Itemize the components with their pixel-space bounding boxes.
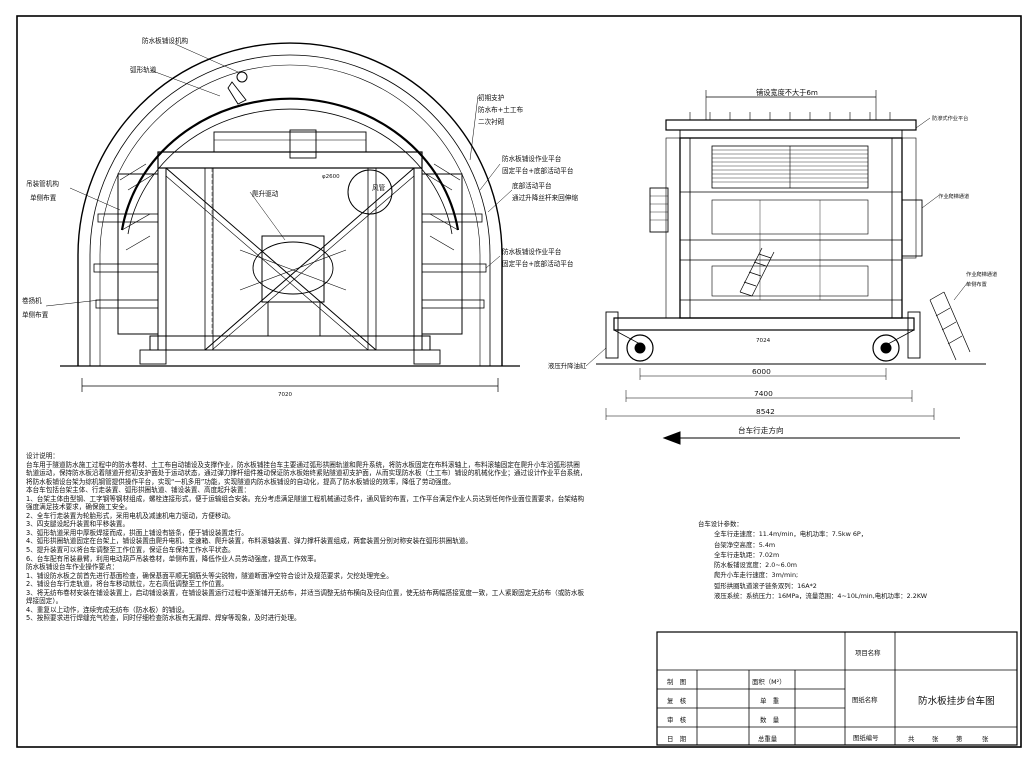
longitudinal-view-labels: 铺设宽度不大于6m 防渗式作业平台 作业爬梯通道 作业爬梯通道 单侧布置 液压升…: [548, 88, 997, 435]
label-waterproof: 防水布+土工布: [478, 105, 523, 114]
param-item: 全车行走轨距：7.02m: [714, 550, 780, 559]
label-second-lining: 二次衬砌: [478, 117, 505, 126]
note-line: 设计说明：: [26, 452, 59, 460]
role-drafter: 制 图: [667, 677, 686, 686]
note-line: 轨道运动，保持防水板沿着隧道开挖初支护面处于运动状态，通过弹力撑杆组件推动保证防…: [26, 469, 587, 478]
label-hoist-pipe-sub: 单侧布置: [30, 193, 57, 202]
direction-label: 台车行走方向: [738, 425, 784, 435]
note-line: 3、将无纺布卷材安装在铺设装置上，启动铺设装置，在铺设装置运行过程中逐渐铺开无纺…: [26, 588, 585, 597]
sheet-no: 第: [956, 734, 963, 743]
note-line: 5、按照要求进行焊缝充气检查，同时仔细检查防水板有无漏焊、焊穿等现象，及时进行处…: [26, 614, 301, 623]
label-fan-pipe: 风管: [372, 183, 386, 192]
drawing-no-label: 图纸编号: [853, 733, 879, 742]
param-item: 爬升小车走行速度：3m/min;: [714, 571, 799, 580]
drawing-frame: [16, 15, 1022, 748]
design-parameters: 台车设计参数： 全车行走速度：11.4m/min，电机功率：7.5kw 6P， …: [698, 519, 998, 601]
label-upper-platform-sub: 固定平台+底部活动平台: [502, 166, 574, 175]
param-item: 液压系统：系统压力：16MPa，流量范围：4~10L/min,电机功率：2.2K…: [714, 592, 928, 601]
label-fan-pipe-dim: φ2600: [322, 174, 340, 180]
note-line: 1、台架主体由型钢、工字钢等钢材组成，螺栓连接形式，便于运输组合安装。充分考虑满…: [26, 494, 585, 503]
label-hoist-pipe: 吊装管机构: [26, 179, 59, 188]
label-platform-a: 防渗式作业平台: [932, 114, 968, 122]
note-line: 台车用于隧道防水施工过程中的防水卷材、土工布自动铺设及支撑作业，防水板铺挂台车主…: [26, 460, 580, 469]
title-block-text: 项目名称 图纸名称 防水板挂步台车图 图纸编号 制 图 复 核 审 核 日 期 …: [667, 648, 995, 743]
label-winch-sub: 单侧布置: [22, 310, 49, 319]
title-block: [656, 631, 1018, 746]
design-notes: 设计说明： 台车用于隧道防水施工过程中的防水卷材、土工布自动铺设及支撑作业，防水…: [26, 452, 628, 623]
params-title: 台车设计参数：: [698, 520, 743, 528]
note-line: 6、台车配有吊装悬臂，利用电动葫芦吊装卷材，单侧布置，降低作业人员劳动强度，提高…: [26, 554, 321, 563]
note-line: 3、四支腿设起升装置和平移装置。: [26, 520, 130, 529]
dim-7400: 7400: [754, 389, 773, 398]
sheets-total: 共: [908, 734, 915, 743]
width-note: 铺设宽度不大于6m: [756, 88, 818, 97]
param-item: 弧形拱圈轨道滚子链条双列：16A*2: [714, 581, 817, 590]
note-line: 本台车包括台架主体、行走装置、弧形拱圈轨道、铺设装置、高度起升装置：: [26, 486, 251, 495]
role-checker: 复 核: [667, 696, 687, 705]
field-unit-weight: 单 重: [760, 696, 780, 705]
field-area: 面积（M²）: [752, 677, 786, 686]
field-total-weight: 总重量: [758, 734, 778, 743]
label-ladder-b: 作业爬梯通道: [938, 192, 969, 200]
note-line: 防水板铺设台车作业操作要点：: [26, 563, 119, 572]
param-item: 台架净空高度：5.4m: [714, 540, 776, 549]
note-line: 将防水板铺设台架为综机钢管提供操作平台，实现“一机多用”功能，实现隧道内防水板铺…: [26, 477, 455, 486]
note-line: 5、提升装置可以将台车调整至工作位置，保证台车保持工作水平状态。: [26, 546, 235, 555]
note-line: 4、重复以上动作，连续完成无纺布（防水板）的铺设。: [26, 605, 189, 614]
role-date: 日 期: [667, 735, 686, 743]
label-ladder-c: 作业爬梯通道: [966, 270, 997, 278]
note-line: 4、弧形拱圈轨道固定在台架上，铺设装置由爬升电机、变速箱、爬升装置，布料滚轴装置…: [26, 537, 472, 546]
label-ladder-c-sub: 单侧布置: [966, 280, 987, 288]
tunnel-cross-section: [45, 42, 520, 392]
note-line: 3、弧形轨道采用中厚板焊接而成，拱面上铺设有链条，便于铺设装置走行。: [26, 528, 248, 537]
label-arc-track: 弧形轨道: [130, 65, 157, 74]
side-view-labels: 防水板铺设机构 弧形轨道 吊装管机构 单侧布置 卷扬机 单侧布置 爬升驱动 风管…: [22, 36, 578, 398]
label-mechanism: 防水板铺设机构: [142, 36, 189, 45]
role-reviewer: 审 核: [667, 715, 687, 724]
sheets-unit: 张: [932, 734, 939, 743]
dim-inner: 7024: [756, 338, 771, 344]
label-upper-platform: 防水板铺设作业平台: [502, 154, 562, 163]
param-item: 全车行走速度：11.4m/min，电机功率：7.5kw 6P，: [714, 530, 868, 539]
drawing-title: 防水板挂步台车图: [918, 695, 995, 707]
label-lower-platform: 防水板铺设作业平台: [502, 247, 562, 256]
note-line: 2、铺设台车行走轨道，将台车移动就位，左右高低调整至工作位置。: [26, 580, 229, 589]
label-lower-platform-sub: 固定平台+底部活动平台: [502, 259, 574, 268]
label-winch: 卷扬机: [22, 296, 42, 305]
sheet-unit2: 张: [982, 734, 989, 743]
label-bottom-platform: 底部活动平台: [512, 181, 552, 190]
field-quantity: 数 量: [760, 715, 780, 724]
param-item: 防水板铺设宽度：2.0~6.0m: [714, 561, 798, 570]
dim-6000: 6000: [752, 367, 771, 376]
drawing-name-label: 图纸名称: [852, 695, 878, 704]
label-initial-support: 初期支护: [478, 93, 505, 102]
note-line: 2、全车行走装置为轮胎形式，采用电机及减速机电力驱动，方便移动。: [26, 511, 235, 520]
note-line: 1、铺设防水板之前首先进行基面检查，确保基面平顺无钢筋头等尖锐物，隧道断面净空符…: [26, 571, 393, 580]
dim-8542: 8542: [756, 407, 775, 416]
note-line: 强度满足技术要求，确保施工安全。: [26, 503, 132, 512]
note-line: 焊接固定）。: [26, 597, 63, 606]
dim-width: 7020: [278, 392, 292, 398]
label-jack: 液压升降油缸: [548, 361, 587, 370]
longitudinal-view: [585, 90, 986, 445]
label-bottom-platform-sub: 通过升降丝杆来回伸缩: [512, 193, 578, 202]
project-name-label: 项目名称: [855, 648, 881, 657]
label-climb: 爬升驱动: [252, 189, 279, 198]
